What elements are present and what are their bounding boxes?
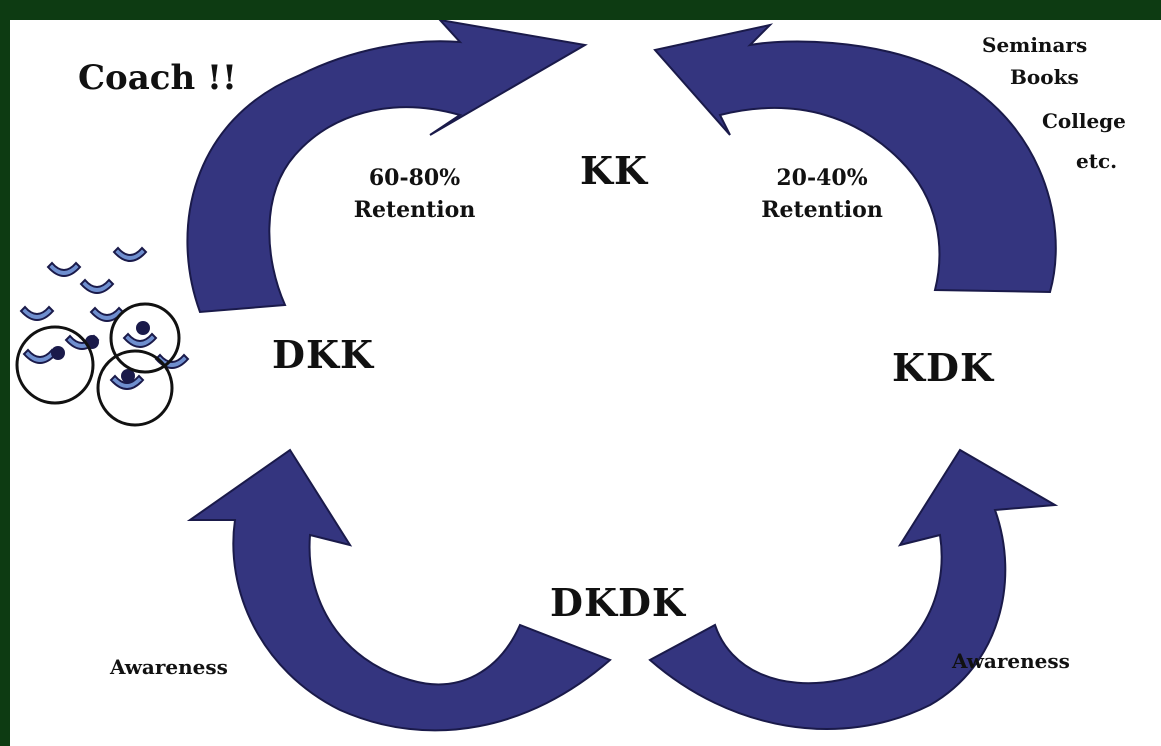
highlight-ring <box>96 349 174 427</box>
stage-dkk: DKK <box>272 332 375 377</box>
arrow-dkk-to-kk <box>186 20 588 314</box>
left-retention-percent: 60-80% <box>368 165 461 191</box>
person-icon <box>19 246 190 390</box>
stage-kk: KK <box>580 148 649 193</box>
cycle-arrows <box>15 20 1059 732</box>
stage-dkdk: DKDK <box>550 580 686 625</box>
right-retention-label: Retention <box>761 197 883 223</box>
left-retention-label: Retention <box>353 197 476 223</box>
audience-figures <box>15 246 190 427</box>
awareness-left: Awareness <box>110 655 228 679</box>
arrow-dkdk-to-dkk <box>186 448 612 732</box>
left-retention: 60-80% Retention <box>342 162 487 226</box>
source-books: Books <box>1010 65 1079 89</box>
source-etc: etc. <box>1076 149 1118 173</box>
highlight-ring <box>15 325 95 405</box>
right-retention-percent: 20-40% <box>776 165 868 191</box>
awareness-right: Awareness <box>952 649 1070 673</box>
right-retention: 20-40% Retention <box>752 162 892 226</box>
coach-label: Coach !! <box>78 58 237 98</box>
source-seminars: Seminars <box>982 33 1088 57</box>
diagram-canvas: KK KDK DKDK DKK Coach !! 60-80% Retentio… <box>10 20 1161 746</box>
highlight-ring <box>109 302 181 374</box>
arrow-dkdk-to-kdk <box>648 448 1059 730</box>
arrow-kdk-to-kk <box>653 23 1057 294</box>
stage-kdk: KDK <box>892 345 995 390</box>
source-college: College <box>1042 109 1126 133</box>
